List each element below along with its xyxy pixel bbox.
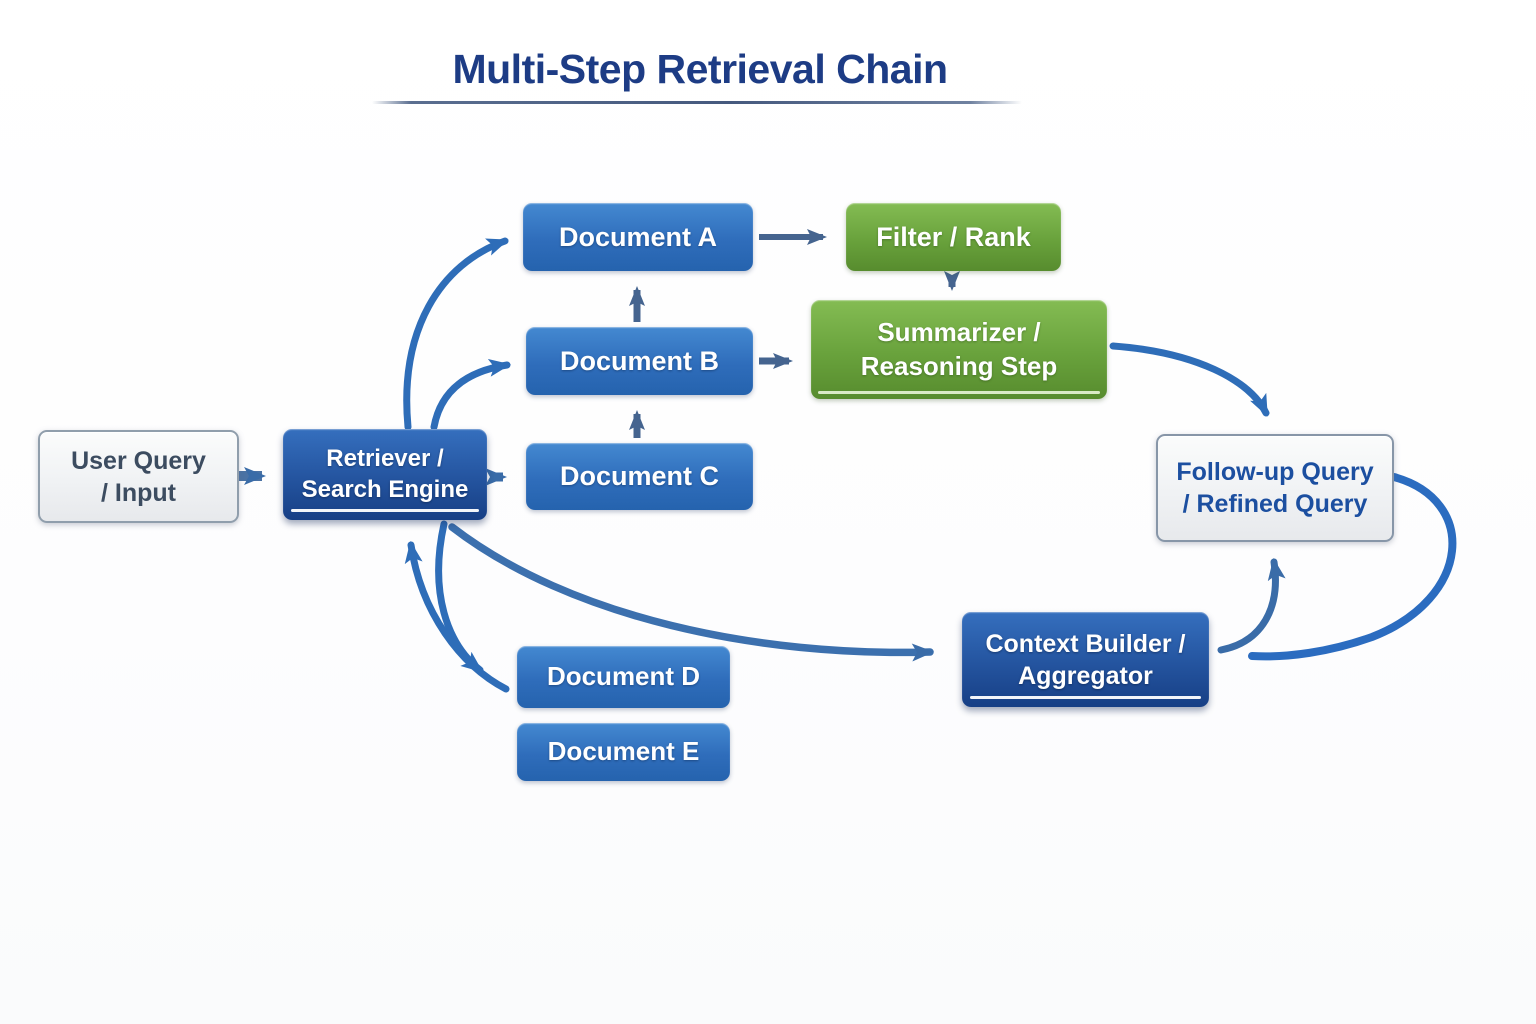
- filter-rank-label: Filter / Rank: [876, 221, 1031, 252]
- arrow-context-builder-to-follow-up: [1217, 558, 1286, 654]
- document-c-node: Document C: [526, 443, 753, 510]
- document-e-label: Document E: [547, 736, 700, 767]
- document-c-label: Document C: [559, 461, 719, 492]
- document-e-node: Document E: [517, 723, 730, 781]
- title-underline: [372, 101, 1022, 104]
- document-d-label: Document D: [546, 661, 701, 692]
- page-title: Multi-Step Retrieval Chain: [452, 46, 948, 92]
- retriever-node: Retriever / Search Engine: [283, 429, 487, 520]
- document-b-node: Document B: [526, 327, 753, 395]
- user-query-label: User Query / Input: [71, 446, 206, 507]
- context-builder-node: Context Builder / Aggregator: [962, 612, 1209, 707]
- summarizer-label: Summarizer / Reasoning Step: [860, 317, 1058, 381]
- document-a-node: Document A: [523, 203, 753, 271]
- curve-follow-up-loop: [1248, 473, 1457, 661]
- arrow-retriever-to-doc-a: [403, 237, 509, 431]
- arrow-loop-to-retriever: [404, 541, 510, 693]
- document-b-label: Document B: [559, 345, 719, 376]
- follow-up-query-label: Follow-up Query / Refined Query: [1176, 458, 1374, 518]
- filter-rank-node: Filter / Rank: [846, 203, 1061, 271]
- arrow-retriever-to-doc-b: [430, 358, 511, 431]
- document-d-node: Document D: [517, 646, 730, 708]
- document-a-label: Document A: [558, 221, 717, 252]
- follow-up-query-node: Follow-up Query / Refined Query: [1156, 434, 1394, 542]
- summarizer-node: Summarizer / Reasoning Step: [811, 300, 1107, 399]
- arrow-summarizer-to-follow-up: [1109, 342, 1270, 417]
- context-builder-label: Context Builder / Aggregator: [985, 629, 1186, 690]
- user-query-node: User Query / Input: [38, 430, 239, 523]
- arrow-retriever-to-context-builder: [448, 523, 934, 662]
- retriever-label: Retriever / Search Engine: [301, 444, 469, 503]
